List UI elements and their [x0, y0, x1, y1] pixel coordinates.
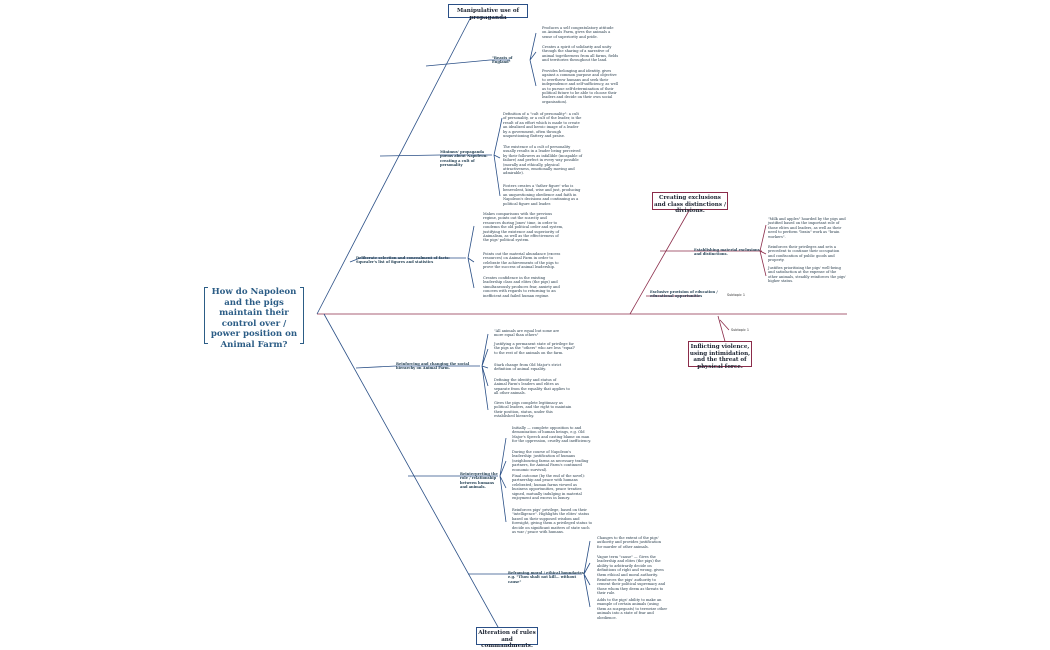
leaf-reframing-3[interactable]: Reinforces the pigs' authority to cement…	[597, 578, 666, 596]
leaf-reinterpreting-3[interactable]: Final outcome (by the end of the novel):…	[512, 474, 586, 501]
link-selection	[349, 257, 466, 263]
main-topic-rules[interactable]: Alteration of rules and commandments.	[476, 627, 538, 649]
branch-line-rules	[323, 313, 509, 646]
leaf-reinterpreting-1[interactable]: Initially — complete opposition to and d…	[512, 426, 592, 444]
leaf-material-1[interactable]: "Milk and apples" hoarded by the pigs an…	[768, 217, 846, 239]
central-topic[interactable]: How do Napoleon and the pigs maintain th…	[210, 287, 298, 350]
leaf-reinforcing-5[interactable]: Gives the pigs complete legitimacy as po…	[494, 401, 572, 419]
leaf-reframing-2[interactable]: Vague term "cause" — Gives the leadershi…	[597, 555, 664, 577]
subtopic-reinterpreting[interactable]: Reinterpreting the role / relationship b…	[460, 472, 498, 490]
leaf-reframing-1[interactable]: Changes to the extent of the pigs' autho…	[597, 536, 662, 549]
leaf-selection-3[interactable]: Creates confidence in the existing leade…	[483, 276, 560, 298]
fan-material	[759, 224, 767, 277]
leaf-beasts-1[interactable]: Produces a self congratulatory attitude …	[542, 26, 614, 39]
subtopic-reframing[interactable]: Reframing moral / ethical boundaries e.g…	[508, 571, 584, 584]
leaf-reinforcing-1[interactable]: "All animals are equal but some are more…	[494, 329, 560, 338]
leaf-minimus-1[interactable]: Definition of a "cult of personality": a…	[503, 112, 582, 139]
subtopic-ref-1[interactable]: Subtopic 1	[727, 293, 746, 297]
leaf-beasts-2[interactable]: Creates a spirit of solidarity and unity…	[542, 45, 619, 63]
main-topic-propaganda[interactable]: Manipulative use of propaganda	[448, 4, 528, 21]
link-reinforcing	[355, 365, 480, 369]
ref-line-subtopic1	[719, 319, 730, 331]
fan-reinforcing	[481, 333, 489, 411]
leaf-minimus-3[interactable]: Fosters creates a 'father figure' who is…	[503, 184, 581, 206]
fan-reframing	[583, 540, 591, 608]
leaf-reframing-4[interactable]: Adds to the pigs' ability to make an exa…	[597, 598, 668, 620]
central-bracket-right	[300, 287, 304, 344]
subtopic-selection[interactable]: Deliberate selection and concealment of …	[356, 256, 450, 265]
subtopic-ref-2[interactable]: Subtopic 1	[731, 328, 750, 332]
leaf-minimus-2[interactable]: The existence of a cult of personality u…	[503, 145, 583, 176]
subtopic-minimus[interactable]: Minimus' propaganda poems about Napoleon…	[440, 150, 488, 168]
link-minimus	[379, 154, 492, 157]
fan-reinterpreting	[499, 437, 507, 523]
subtopic-beasts[interactable]: "Beasts of England"	[492, 56, 513, 65]
leaf-material-2[interactable]: Reinforces their privileges and sets a p…	[768, 245, 840, 263]
leaf-material-3[interactable]: Justifies prioritising the pigs' well-be…	[768, 266, 846, 284]
link-beasts	[425, 59, 510, 67]
leaf-selection-2[interactable]: Points out the material abundance (exces…	[483, 252, 561, 270]
branch-line-exclusions	[629, 208, 691, 315]
fan-selection	[467, 225, 475, 289]
leaf-reinterpreting-2[interactable]: During the course of Napoleon's leadersh…	[512, 450, 589, 472]
main-topic-violence[interactable]: Inflicting violence, using intimidation,…	[688, 341, 752, 370]
branch-line-violence	[717, 315, 727, 346]
branch-line-propaganda	[316, 10, 475, 315]
leaf-beasts-3[interactable]: Provides belonging and identity, gives a…	[542, 69, 619, 104]
subtopic-material[interactable]: Establishing material exclusions and dis…	[694, 248, 760, 257]
leaf-reinforcing-2[interactable]: Justifying a permanent state of privileg…	[494, 342, 576, 355]
subtopic-education[interactable]: Exclusive provision of education / educa…	[650, 290, 718, 299]
subtopic-reinforcing[interactable]: Reinforcing and changing the social hier…	[396, 362, 470, 371]
fan-beasts	[529, 32, 537, 87]
main-topic-exclusions[interactable]: Creating exclusions and class distinctio…	[652, 192, 728, 214]
central-bracket-left	[204, 287, 208, 344]
leaf-reinterpreting-4[interactable]: Reinforces pigs' privilege, based on the…	[512, 508, 593, 535]
fan-minimus	[493, 117, 503, 197]
leaf-reinforcing-3[interactable]: Stark change from Old Major's strict def…	[494, 363, 562, 372]
leaf-selection-1[interactable]: Makes comparisons with the previous regi…	[483, 212, 564, 243]
leaf-reinforcing-4[interactable]: Defining the identity and status of Anim…	[494, 378, 570, 396]
